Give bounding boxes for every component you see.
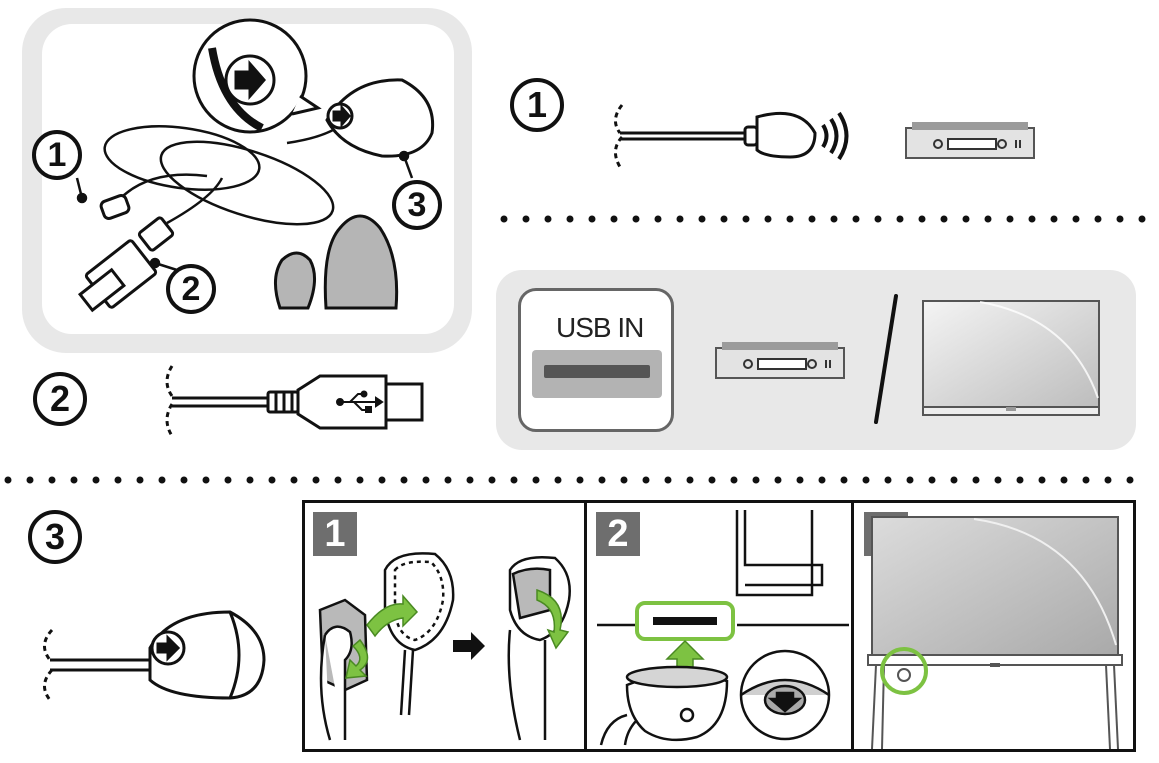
emitter-cover-large (323, 214, 399, 310)
cable-loop-2 (159, 140, 335, 226)
emitter-location-highlight (880, 647, 928, 695)
ir-emitter-icon (148, 610, 266, 700)
ir-emitter-icon (743, 111, 817, 159)
section-2-number: 2 (33, 372, 87, 426)
emitter-cover-small (274, 251, 316, 310)
section-3-number: 3 (28, 510, 82, 564)
parts-illustration (75, 18, 435, 313)
cable-loop-1 (103, 125, 261, 191)
tv-icon (922, 300, 1100, 416)
set-top-box-icon (905, 122, 1035, 159)
ir-blaster-diagram (614, 104, 849, 168)
usb-plug-icon (77, 216, 175, 313)
set-top-box-icon (715, 342, 845, 379)
step-badge-2: 2 (596, 512, 640, 556)
arrow-icon (453, 632, 485, 660)
section-1-number: 1 (510, 78, 564, 132)
magnifier-bubble (192, 18, 322, 134)
dotted-separator-top (500, 215, 1157, 223)
slash-divider (874, 294, 898, 424)
mini-plug-icon (99, 194, 131, 220)
callout-1-parts: 1 (32, 130, 82, 180)
step-1-illustration (318, 552, 571, 741)
dotted-separator-middle (4, 476, 1156, 484)
callout-3-parts: 3 (392, 180, 442, 230)
ir-emitter-diagram (43, 610, 266, 701)
usb-port-opening (544, 365, 650, 378)
step-3-illustration (867, 516, 1123, 749)
callout-2-parts: 2 (166, 264, 216, 314)
usb-port-label: USB IN (556, 312, 644, 343)
step-2-illustration (597, 510, 849, 746)
step-badge-1: 1 (313, 512, 357, 556)
usb-cable-diagram (165, 365, 424, 437)
ir-emitter-icon (325, 78, 435, 158)
tv-icon (867, 516, 1123, 749)
usb-symbol-icon (336, 390, 384, 413)
ir-emitter-icon (383, 552, 455, 716)
signal-waves-icon (821, 111, 849, 161)
